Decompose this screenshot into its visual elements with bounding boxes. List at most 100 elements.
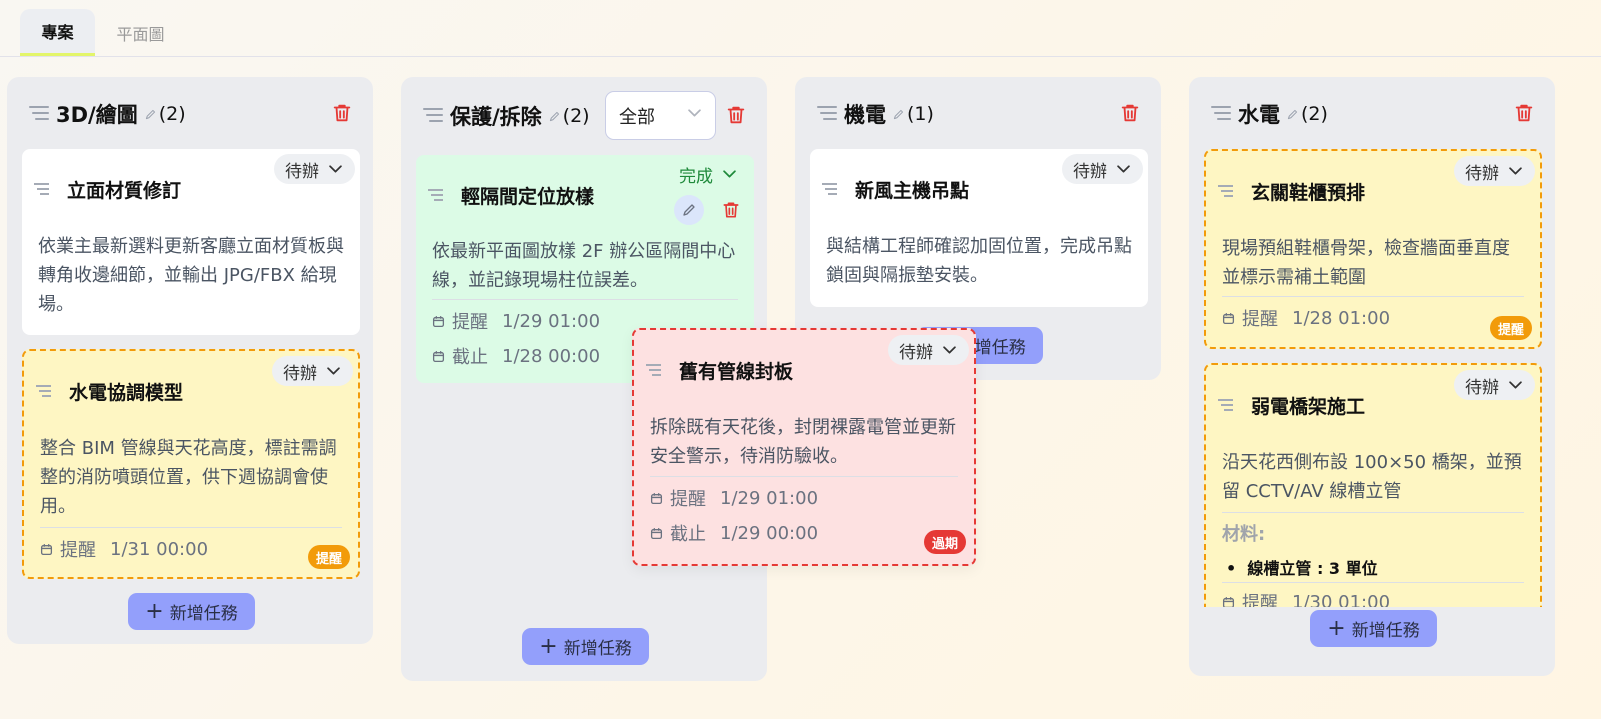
- tab-bar: 專案 平面圖: [0, 0, 1601, 57]
- column-title-text: 3D/繪圖: [56, 103, 138, 127]
- calendar-icon: [1222, 312, 1235, 325]
- column-title: 3D/繪圖 (2): [56, 99, 186, 129]
- material-text: 線槽立管 : 3 單位: [1247, 559, 1378, 578]
- reminder-time: 1/31 00:00: [110, 538, 209, 560]
- edit-task-button[interactable]: [674, 195, 704, 225]
- calendar-icon: [40, 543, 53, 556]
- column-title-text: 機電: [844, 103, 886, 127]
- kanban-column-mep: 機電 (1) 新風主機吊點 待辦 與結構工程師確認加固位置，完成吊點鎖固與隔振墊…: [795, 77, 1161, 380]
- edit-pencil-icon[interactable]: [892, 108, 905, 121]
- drag-handle-icon[interactable]: [428, 189, 444, 201]
- plus-icon: +: [145, 598, 164, 624]
- delete-column-trash-icon[interactable]: [1513, 101, 1535, 125]
- reminder-row: 提醒 1/29 01:00: [650, 485, 818, 511]
- status-dropdown[interactable]: 待辦: [272, 356, 353, 386]
- drag-handle-icon[interactable]: [822, 183, 838, 195]
- task-description: 沿天花西側布設 100×50 橋架，並預留 CCTV/AV 線槽立管: [1222, 452, 1522, 502]
- due-time: 1/29 00:00: [720, 522, 819, 544]
- drag-handle-icon[interactable]: [423, 108, 443, 122]
- drag-handle-icon[interactable]: [1218, 185, 1234, 197]
- reminder-label: 提醒: [1242, 309, 1278, 330]
- task-title: 新風主機吊點: [855, 180, 970, 202]
- tab-projects[interactable]: 專案: [20, 9, 95, 56]
- add-task-button[interactable]: + 新增任務: [128, 593, 255, 630]
- plus-icon: +: [539, 633, 558, 659]
- drag-handle-icon[interactable]: [646, 364, 662, 376]
- status-dropdown[interactable]: 待辦: [888, 335, 969, 365]
- column-header: 3D/繪圖 (2): [7, 77, 373, 149]
- task-description: 依最新平面圖放樣 2F 辦公區隔間中心線，並記錄現場柱位誤差。: [432, 241, 736, 291]
- dragging-task-card[interactable]: 舊有管線封板 待辦 拆除既有天花後，封閉裸露電管並更新安全警示，待消防驗收。 提…: [632, 328, 976, 566]
- task-title: 弱電橋架施工: [1251, 396, 1366, 418]
- tab-floor-plan[interactable]: 平面圖: [116, 24, 165, 44]
- task-card[interactable]: 立面材質修訂 待辦 依業主最新選料更新客廳立面材質板與轉角收邊細節，並輸出 JP…: [22, 149, 360, 335]
- task-description: 整合 BIM 管線與天花高度，標註需調整的消防噴頭位置，供下週協調會使用。: [40, 438, 337, 517]
- calendar-icon: [432, 315, 445, 328]
- plus-icon: +: [1327, 615, 1346, 641]
- edit-pencil-icon[interactable]: [144, 108, 157, 121]
- chevron-down-icon: [329, 165, 342, 174]
- delete-column-trash-icon[interactable]: [1119, 101, 1141, 125]
- status-label: 待辦: [283, 363, 317, 384]
- reminder-row: 提醒 1/31 00:00: [40, 536, 208, 562]
- task-description: 與結構工程師確認加固位置，完成吊點鎖固與隔振墊安裝。: [826, 236, 1132, 286]
- drag-handle-icon[interactable]: [29, 106, 49, 120]
- reminder-label: 提醒: [670, 489, 706, 510]
- drag-handle-icon[interactable]: [1211, 106, 1231, 120]
- task-description: 依業主最新選料更新客廳立面材質板與轉角收邊細節，並輸出 JPG/FBX 給現場。: [38, 236, 344, 315]
- column-title: 保護/拆除 (2): [450, 101, 590, 131]
- status-dropdown[interactable]: 待辦: [274, 154, 355, 184]
- due-row: 截止 1/29 00:00: [650, 520, 818, 546]
- drag-handle-icon[interactable]: [1218, 399, 1234, 411]
- due-row: 截止 1/28 00:00: [432, 343, 600, 369]
- drag-handle-icon[interactable]: [34, 183, 50, 195]
- edit-pencil-icon[interactable]: [548, 110, 561, 123]
- task-title: 舊有管線封板: [679, 361, 794, 383]
- column-header: 機電 (1): [795, 77, 1161, 149]
- task-card[interactable]: 弱電橋架施工 待辦 沿天花西側布設 100×50 橋架，並預留 CCTV/AV …: [1204, 363, 1542, 607]
- status-dropdown[interactable]: 待辦: [1454, 370, 1535, 400]
- edit-pencil-icon[interactable]: [1286, 108, 1299, 121]
- status-label: 待辦: [899, 342, 933, 363]
- delete-column-trash-icon[interactable]: [331, 101, 353, 125]
- status-label: 待辦: [1465, 163, 1499, 184]
- divider: [650, 476, 958, 477]
- divider: [40, 527, 342, 528]
- status-dropdown[interactable]: 待辦: [1062, 154, 1143, 184]
- card-scroll-area[interactable]: 弱電橋架施工 待辦 沿天花西側布設 100×50 橋架，並預留 CCTV/AV …: [1204, 363, 1542, 607]
- chevron-down-icon: [943, 346, 956, 355]
- task-card[interactable]: 玄關鞋櫃預排 待辦 現場預組鞋櫃骨架，檢查牆面垂直度並標示需補土範圍 提醒 1/…: [1204, 149, 1542, 349]
- add-task-button[interactable]: + 新增任務: [1310, 610, 1437, 647]
- chevron-down-icon: [1509, 167, 1522, 176]
- chevron-down-icon: [327, 367, 340, 376]
- pencil-icon: [681, 202, 697, 218]
- delete-task-trash-icon[interactable]: [721, 199, 741, 221]
- materials-label: 材料:: [1222, 524, 1266, 545]
- column-header: 保護/拆除 (2) 全部: [401, 77, 767, 149]
- add-task-button[interactable]: + 新增任務: [522, 628, 649, 665]
- drag-handle-icon[interactable]: [36, 385, 52, 397]
- bullet: •: [1226, 559, 1248, 578]
- filter-value: 全部: [619, 106, 655, 128]
- column-title-text: 保護/拆除: [450, 105, 542, 129]
- reminder-label: 提醒: [60, 540, 96, 561]
- calendar-icon: [1222, 596, 1235, 608]
- reminder-row: 提醒 1/28 01:00: [1222, 305, 1390, 331]
- drag-handle-icon[interactable]: [817, 106, 837, 120]
- reminder-time: 1/29 01:00: [720, 487, 819, 509]
- chevron-down-icon: [1117, 165, 1130, 174]
- status-label: 待辦: [1465, 377, 1499, 398]
- status-dropdown[interactable]: 待辦: [1454, 156, 1535, 186]
- status-filter-select[interactable]: 全部: [605, 91, 716, 140]
- reminder-row: 提醒 1/29 01:00: [432, 308, 600, 334]
- task-card[interactable]: 水電協調模型 待辦 整合 BIM 管線與天花高度，標註需調整的消防噴頭位置，供下…: [22, 349, 360, 579]
- calendar-icon: [650, 492, 663, 505]
- column-count: (2): [158, 103, 186, 125]
- task-card[interactable]: 新風主機吊點 待辦 與結構工程師確認加固位置，完成吊點鎖固與隔振墊安裝。: [810, 149, 1148, 307]
- delete-column-trash-icon[interactable]: [725, 103, 747, 127]
- status-label: 完成: [679, 166, 713, 187]
- kanban-column-3d-drawing: 3D/繪圖 (2) 立面材質修訂 待辦 依業主最新選料更新客廳立面材質板與轉角收…: [7, 77, 373, 644]
- reminder-badge: 提醒: [1489, 316, 1532, 340]
- status-dropdown[interactable]: 完成: [668, 159, 749, 189]
- column-count: (2): [1301, 103, 1328, 125]
